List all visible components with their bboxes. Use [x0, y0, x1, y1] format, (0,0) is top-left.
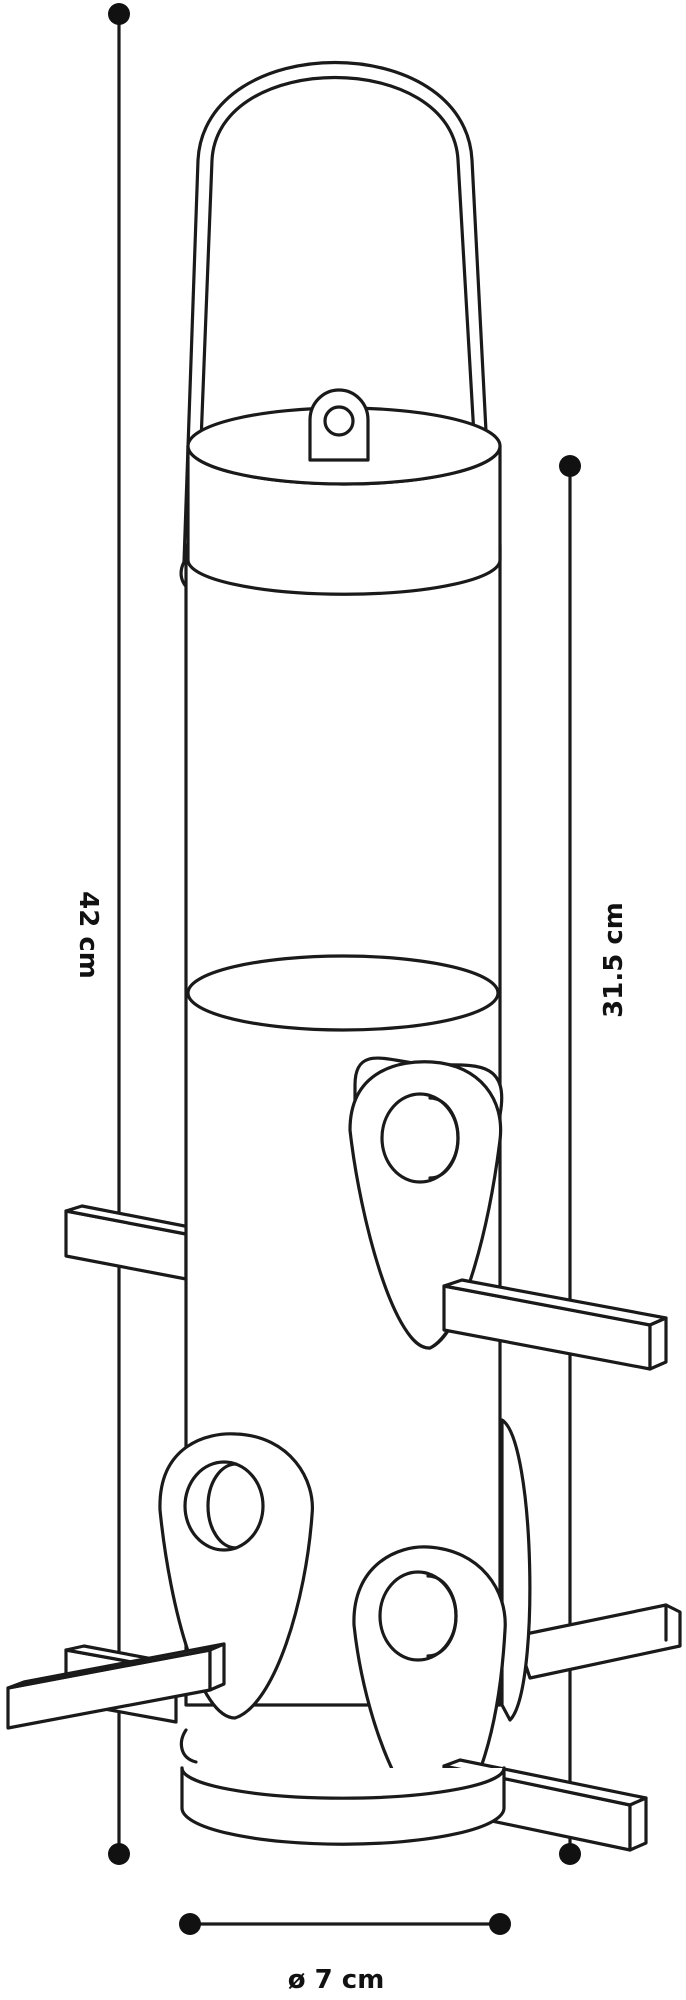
perch-back-upper-left	[64, 1204, 202, 1281]
total-height-label: 42 cm	[73, 891, 103, 979]
port-opening	[183, 1460, 265, 1552]
feeding-port-right-side	[500, 1418, 532, 1722]
feeding-port-upper-right	[348, 1056, 504, 1350]
perch-back-lower-right	[514, 1603, 682, 1680]
tube-height-label: 31.5 cm	[599, 902, 629, 1018]
base-tray	[179, 1728, 506, 1846]
perch-front-lower-left	[6, 1642, 226, 1730]
top-cap	[186, 388, 502, 596]
feeding-port-lower-left	[158, 1432, 314, 1720]
seed-level	[186, 954, 500, 1032]
perch-front-upper-right	[442, 1278, 668, 1371]
dimension-tube-height: 31.5 cm	[559, 455, 629, 1865]
dimension-diameter: ø 7 cm	[179, 1913, 511, 1995]
dimension-total-height: 42 cm	[73, 3, 130, 1865]
diameter-label: ø 7 cm	[288, 1965, 385, 1995]
